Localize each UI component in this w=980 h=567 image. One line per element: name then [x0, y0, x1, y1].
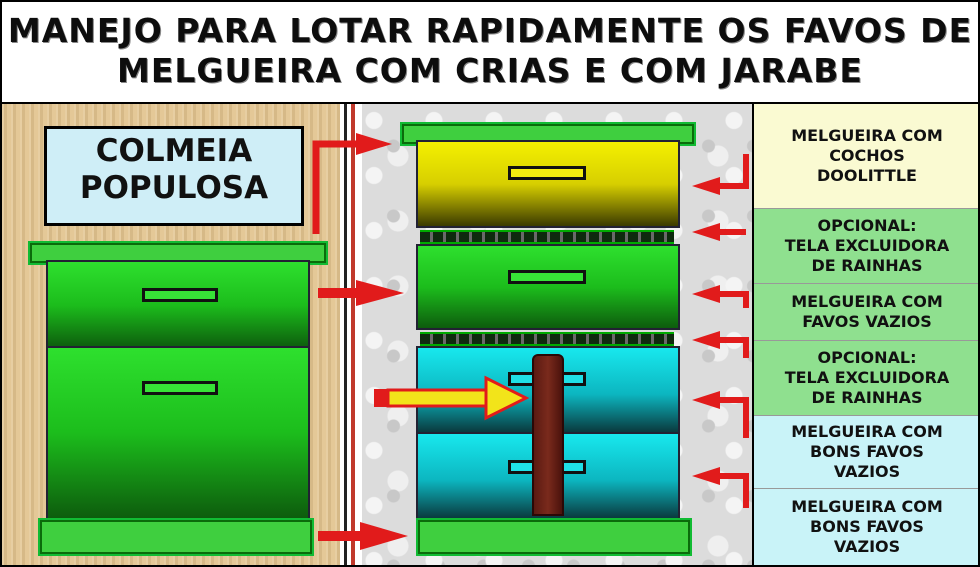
red-arrow-top: [312, 140, 358, 234]
divider-rails: [340, 104, 362, 565]
label-queen-excluder-2: OPCIONAL: TELA EXCLUIDORA DE RAINHAS: [754, 341, 978, 416]
label-queen-excluder-1: OPCIONAL: TELA EXCLUIDORA DE RAINHAS: [754, 209, 978, 284]
doolittle-super-handle: [508, 166, 586, 180]
frame-feeder: [532, 354, 564, 516]
red-arrow-top-head: [356, 133, 392, 155]
stack-bottom-board: [416, 518, 692, 556]
label-6-line-2: BONS FAVOS: [810, 517, 924, 536]
red-arrow-bottom-head: [360, 522, 408, 550]
label-2-line-1: OPCIONAL:: [817, 216, 917, 235]
label-5-line-2: BONS FAVOS: [810, 442, 924, 461]
pointer-6-head: [692, 467, 720, 485]
hive-label-line-1: COLMEIA: [95, 133, 253, 169]
label-4-line-1: OPCIONAL:: [817, 348, 917, 367]
label-5-line-3: VAZIOS: [833, 462, 901, 481]
label-pointer-arrows: [692, 154, 749, 508]
empty-combs-super-handle: [508, 270, 586, 284]
pointer-1-line: [718, 154, 749, 189]
pointer-3-line: [718, 291, 749, 308]
red-arrow-middle-head: [356, 280, 404, 306]
label-1-line-3: DOOLITTLE: [817, 166, 917, 185]
left-brood-handle: [142, 381, 218, 395]
pointer-4-head: [692, 331, 720, 349]
label-6-line-1: MELGUEIRA COM: [791, 497, 943, 516]
pointer-4-line: [718, 337, 749, 358]
label-2-line-3: DE RAINHAS: [811, 256, 923, 275]
pointer-3-head: [692, 285, 720, 303]
stack-queen-excluder-2: [420, 332, 674, 346]
feeder-arrow-tail: [374, 389, 388, 407]
pointer-5-line: [718, 397, 749, 438]
pointer-5-head: [692, 391, 720, 409]
feeder-arrow-head: [484, 375, 530, 421]
stack-empty-combs-super: [416, 244, 680, 330]
label-2-line-2: TELA EXCLUIDORA: [784, 236, 950, 255]
labels-column: MELGUEIRA COM COCHOS DOOLITTLE OPCIONAL:…: [752, 104, 978, 565]
label-1-line-1: MELGUEIRA COM: [791, 126, 943, 145]
left-hive-brood-box: [46, 346, 310, 520]
pointer-6-line: [718, 473, 749, 508]
title-line-1: MANEJO PARA LOTAR RAPIDAMENTE OS FAVOS D…: [7, 11, 973, 50]
label-good-combs-super-1: MELGUEIRA COM BONS FAVOS VAZIOS: [754, 416, 978, 489]
hive-label-line-2: POPULOSA: [79, 170, 269, 206]
label-4-line-3: DE RAINHAS: [811, 388, 923, 407]
populous-hive-label: COLMEIA POPULOSA: [44, 126, 304, 226]
red-arrow-bottom-shaft: [318, 531, 362, 541]
left-hive-bottom-board: [38, 518, 314, 556]
feeder-arrow-shaft: [386, 388, 490, 408]
stack-queen-excluder-1: [420, 230, 674, 244]
red-arrow-middle-shaft: [318, 288, 358, 298]
label-5-line-1: MELGUEIRA COM: [791, 422, 943, 441]
label-3-line-1: MELGUEIRA COM: [791, 292, 943, 311]
stack-doolittle-super: [416, 140, 680, 228]
divider-line-black: [344, 104, 347, 565]
label-4-line-2: TELA EXCLUIDORA: [784, 368, 950, 387]
left-super-handle: [142, 288, 218, 302]
title-line-2: MELGUEIRA COM CRIAS E COM JARABE: [117, 51, 863, 90]
pointer-1-head: [692, 177, 720, 195]
divider-line-red: [351, 104, 355, 565]
label-doolittle-super: MELGUEIRA COM COCHOS DOOLITTLE: [754, 104, 978, 209]
label-1-line-2: COCHOS: [829, 146, 905, 165]
pointer-2-head: [692, 223, 720, 241]
label-empty-combs-super: MELGUEIRA COM FAVOS VAZIOS: [754, 284, 978, 341]
diagram-title: MANEJO PARA LOTAR RAPIDAMENTE OS FAVOS D…: [2, 2, 978, 104]
label-good-combs-super-2: MELGUEIRA COM BONS FAVOS VAZIOS: [754, 489, 978, 565]
label-3-line-2: FAVOS VAZIOS: [802, 312, 932, 331]
label-6-line-3: VAZIOS: [833, 537, 901, 556]
left-hive-super: [46, 260, 310, 350]
